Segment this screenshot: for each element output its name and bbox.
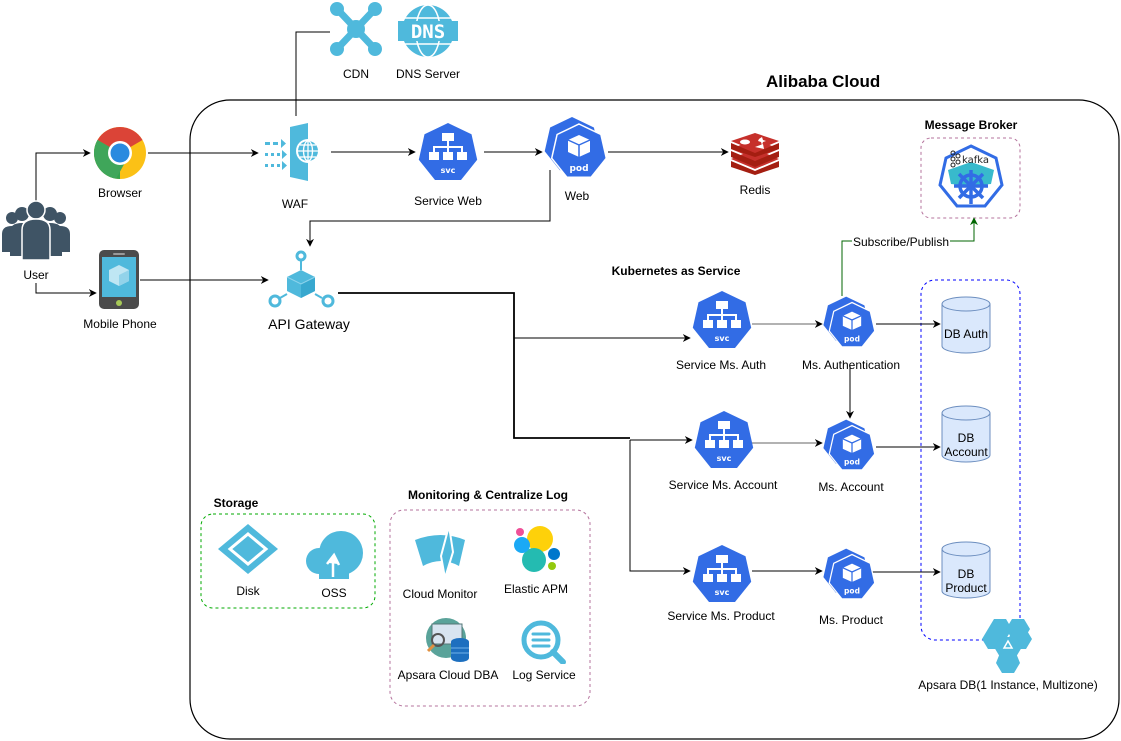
kubernetes-title: Kubernetes as Service	[611, 264, 741, 278]
ms-product-pod-icon[interactable]: pod	[822, 547, 877, 607]
storage-title: Storage	[213, 496, 259, 510]
redis-label: Redis	[739, 183, 771, 197]
web-label: Web	[564, 189, 590, 203]
api-gateway-icon[interactable]	[267, 250, 335, 310]
alibaba-cloud-boundary	[189, 99, 1120, 740]
ms-authentication-label: Ms. Authentication	[801, 358, 901, 372]
pod-badge: pod	[844, 335, 860, 344]
apsara-db-label: Apsara DB(1 Instance, Multizone)	[918, 678, 1098, 692]
svg-text:DNS: DNS	[411, 21, 445, 43]
apsara-db-group	[920, 279, 1021, 641]
mobile-phone-icon[interactable]	[99, 250, 139, 309]
message-broker-title: Message Broker	[924, 118, 1018, 132]
cloud-title: Alibaba Cloud	[766, 72, 881, 91]
api-gateway-label: API Gateway	[268, 316, 350, 332]
svc-badge: svc	[717, 454, 732, 463]
chrome-browser-icon[interactable]	[93, 126, 147, 180]
cloud-monitor-icon[interactable]	[415, 526, 467, 578]
ms-authentication-pod-icon[interactable]: pod	[822, 295, 877, 355]
svc-badge: svc	[441, 166, 456, 175]
user-group-icon	[2, 200, 70, 260]
web-pod-icon[interactable]: pod	[543, 115, 609, 186]
database-icon	[941, 296, 991, 354]
ms-account-label: Ms. Account	[818, 480, 884, 494]
edge-apigateway-bus	[338, 292, 630, 439]
elastic-apm-label: Elastic APM	[503, 582, 569, 596]
service-web-label: Service Web	[414, 194, 482, 208]
pod-badge: pod	[844, 458, 860, 467]
database-icon	[941, 405, 991, 463]
edge-bus-svc-product	[629, 440, 691, 575]
edge-user-browser	[35, 149, 91, 202]
oss-icon[interactable]	[305, 531, 363, 579]
svc-badge: svc	[715, 588, 730, 597]
apsara-cloud-dba-icon[interactable]	[426, 618, 472, 662]
service-ms-account-label: Service Ms. Account	[668, 478, 778, 492]
ms-account-pod-icon[interactable]: pod	[822, 418, 877, 478]
monitoring-group	[389, 509, 591, 707]
monitoring-title: Monitoring & Centralize Log	[408, 488, 568, 502]
cdn-icon[interactable]	[330, 2, 382, 56]
disk-icon[interactable]	[218, 524, 278, 574]
edge-web-apigateway	[306, 170, 551, 247]
db-auth-label: DB Auth	[943, 327, 989, 341]
mobile-phone-label: Mobile Phone	[83, 317, 157, 331]
waf-label: WAF	[281, 197, 309, 211]
svg-text:kafka: kafka	[962, 155, 989, 166]
dns-server-label: DNS Server	[395, 67, 461, 81]
oss-label: OSS	[321, 586, 347, 600]
service-ms-product-label: Service Ms. Product	[667, 609, 775, 623]
waf-icon[interactable]	[264, 123, 324, 181]
service-ms-product-icon[interactable]: svc	[691, 543, 753, 610]
service-web-icon[interactable]: svc	[417, 121, 479, 188]
edge-user-mobile	[35, 283, 97, 297]
dns-server-icon[interactable]: DNS	[398, 4, 458, 58]
subscribe-publish-label: Subscribe/Publish	[852, 235, 950, 249]
edge-pubsub	[841, 217, 978, 296]
service-ms-account-icon[interactable]: svc	[693, 409, 755, 476]
apsara-cloud-dba-label: Apsara Cloud DBA	[397, 668, 499, 682]
storage-group	[200, 513, 376, 609]
disk-label: Disk	[236, 584, 260, 598]
edge-cdn-waf	[295, 31, 330, 116]
kafka-icon[interactable]: kafka	[938, 144, 1004, 210]
log-service-label: Log Service	[512, 668, 576, 682]
log-service-icon[interactable]	[521, 620, 567, 664]
cdn-label: CDN	[343, 67, 369, 81]
apsara-db-icon[interactable]	[980, 619, 1036, 673]
database-icon	[941, 541, 991, 599]
pod-badge: pod	[844, 587, 860, 596]
pod-badge: pod	[569, 164, 588, 174]
redis-icon[interactable]	[729, 133, 781, 175]
cloud-monitor-label: Cloud Monitor	[402, 587, 478, 601]
user-label: User	[23, 268, 49, 282]
ms-product-label: Ms. Product	[818, 613, 884, 627]
elastic-apm-icon[interactable]	[512, 525, 560, 573]
message-broker-group	[920, 137, 1021, 219]
service-ms-auth-label: Service Ms. Auth	[675, 358, 767, 372]
svc-badge: svc	[715, 334, 730, 343]
service-ms-auth-icon[interactable]: svc	[691, 289, 753, 356]
browser-label: Browser	[97, 186, 143, 200]
